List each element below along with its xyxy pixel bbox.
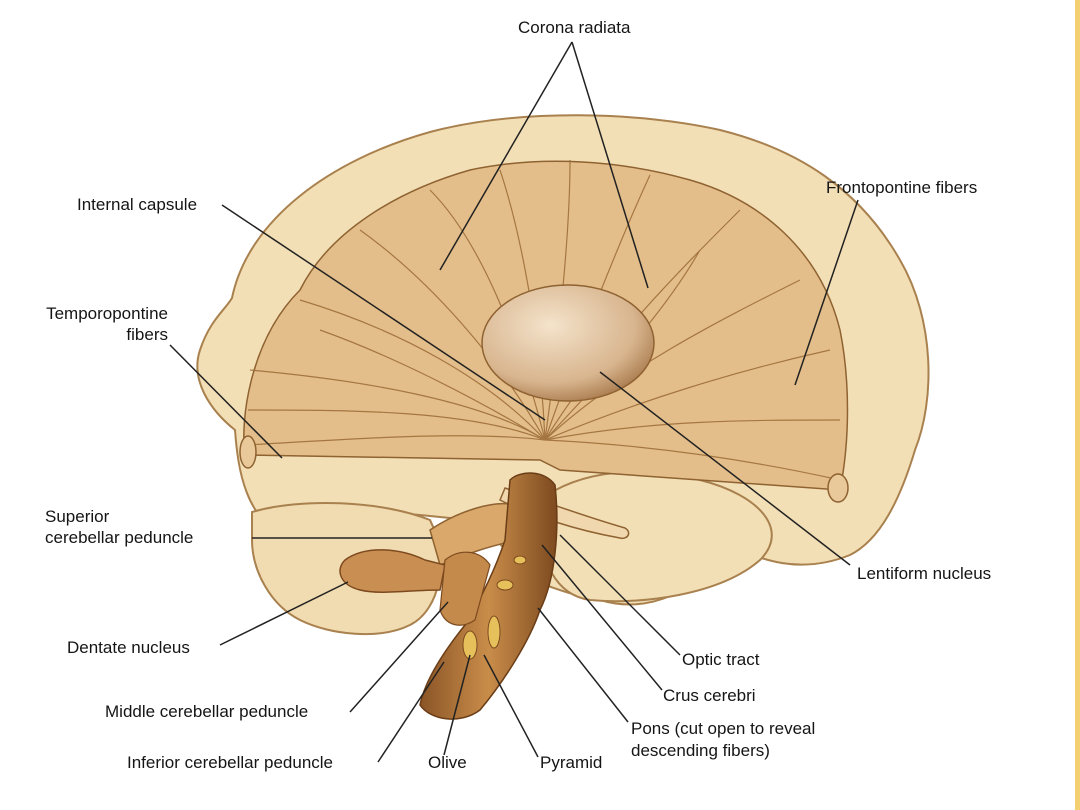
medulla-details bbox=[462, 555, 527, 660]
label-temporopontine-line2: fibers bbox=[126, 325, 168, 344]
label-dentate-nucleus: Dentate nucleus bbox=[67, 638, 190, 657]
pyramid bbox=[487, 615, 501, 649]
label-optic-tract: Optic tract bbox=[682, 650, 760, 669]
label-superior-cerebellar-line1: Superior bbox=[45, 507, 110, 526]
label-pons-line1: Pons (cut open to reveal bbox=[631, 719, 816, 738]
cut-bundle-ends bbox=[239, 435, 849, 503]
olive bbox=[462, 630, 478, 660]
label-pons-line2: descending fibers) bbox=[631, 741, 770, 760]
lentiform-nucleus bbox=[481, 284, 655, 402]
edge-accent-strip bbox=[1075, 0, 1080, 810]
leader-lines bbox=[169, 41, 859, 763]
label-frontopontine-fibers: Frontopontine fibers bbox=[826, 178, 978, 197]
label-crus-cerebri: Crus cerebri bbox=[663, 686, 756, 705]
label-lentiform-nucleus: Lentiform nucleus bbox=[857, 564, 992, 583]
label-internal-capsule: Internal capsule bbox=[77, 195, 198, 214]
dentate-nucleus bbox=[339, 549, 446, 593]
label-pyramid: Pyramid bbox=[540, 753, 603, 772]
label-temporopontine-line1: Temporopontine bbox=[46, 304, 168, 323]
middle-cerebellar-peduncle bbox=[439, 551, 491, 626]
label-superior-cerebellar-line2: cerebellar peduncle bbox=[45, 528, 194, 547]
label-inferior-cerebellar-peduncle: Inferior cerebellar peduncle bbox=[127, 753, 334, 772]
label-corona-radiata: Corona radiata bbox=[518, 18, 631, 37]
label-olive: Olive bbox=[428, 753, 467, 772]
label-middle-cerebellar-peduncle: Middle cerebellar peduncle bbox=[105, 702, 309, 721]
